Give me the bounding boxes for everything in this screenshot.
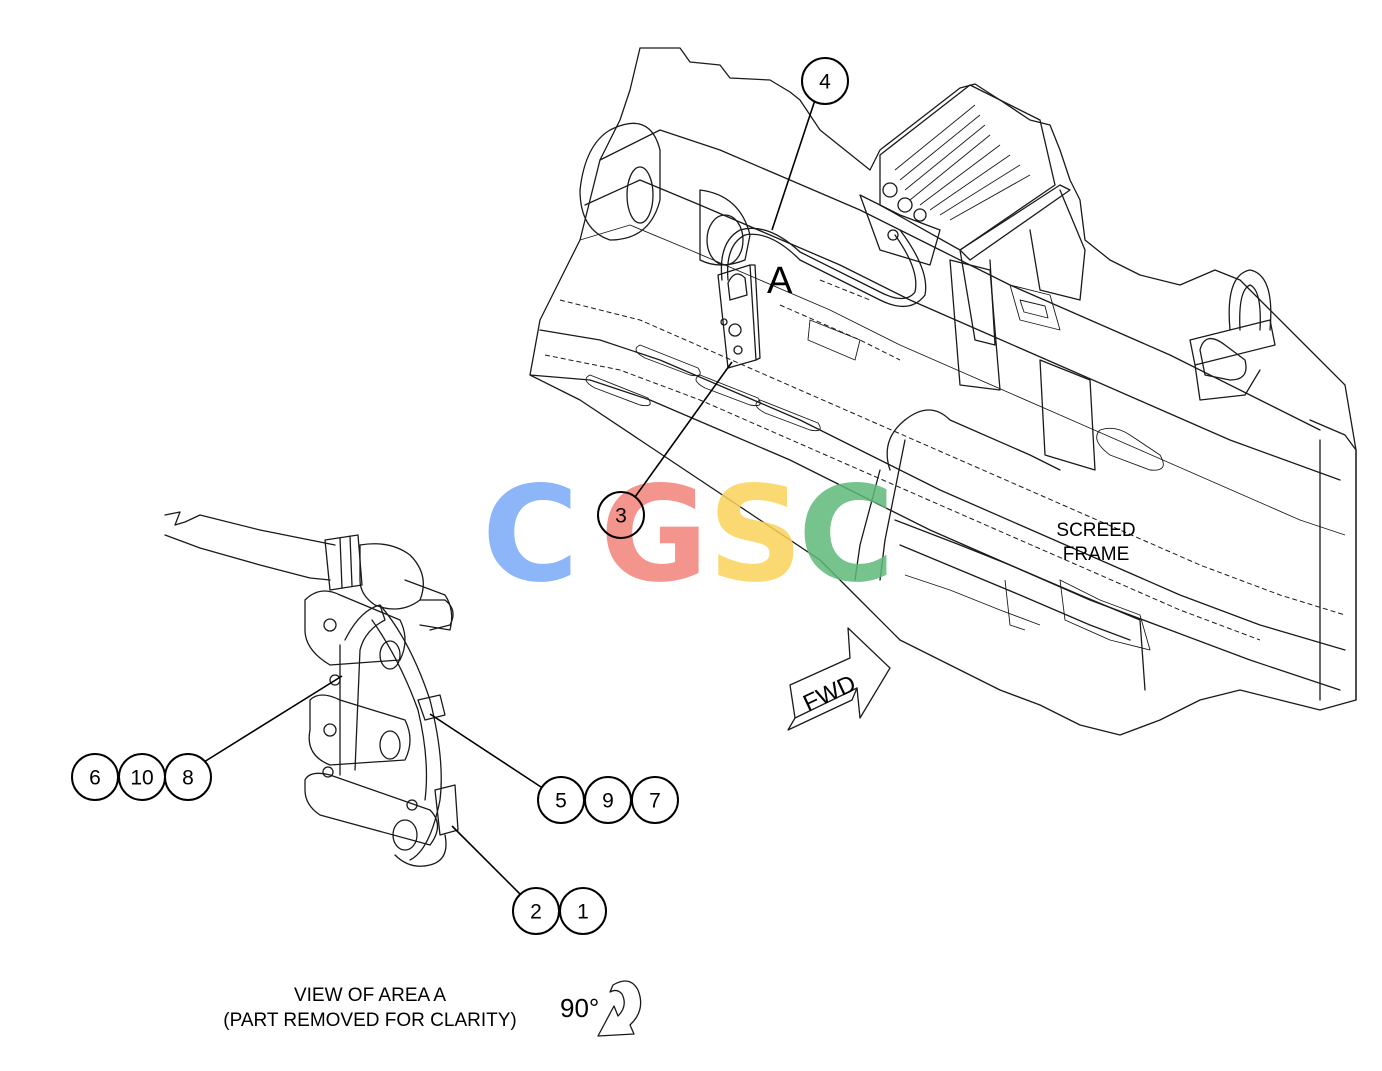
callout-10: 10	[118, 753, 166, 801]
watermark: C G S C	[482, 458, 895, 612]
callout-10-number: 10	[130, 767, 153, 790]
watermark-letter-s: S	[708, 458, 803, 612]
callout-7: 7	[631, 776, 679, 824]
callout-7-number: 7	[649, 790, 661, 813]
rotation-indicator: 90°	[560, 980, 642, 1037]
screed-frame-label-line2: FRAME	[1063, 544, 1130, 565]
view-caption-line1: VIEW OF AREA A	[294, 985, 446, 1006]
watermark-letter-c1: C	[482, 458, 579, 612]
callout-3-number: 3	[615, 505, 627, 528]
callout-4: 4	[801, 57, 849, 105]
callout-3: 3	[597, 491, 645, 539]
screed-frame-label-line1: SCREED	[1056, 520, 1135, 541]
watermark-letter-c2: C	[798, 458, 895, 612]
area-a-detail-drawing	[164, 511, 459, 867]
rotation-label: 90°	[560, 993, 599, 1023]
callout-5: 5	[537, 776, 585, 824]
callout-6-number: 6	[89, 767, 101, 790]
leader-lines	[203, 99, 816, 895]
callout-2: 2	[512, 887, 560, 935]
callout-9-number: 9	[602, 790, 614, 813]
screed-frame-drawing	[529, 47, 1357, 736]
callout-8: 8	[164, 753, 212, 801]
callout-5-number: 5	[555, 790, 567, 813]
callout-9: 9	[584, 776, 632, 824]
fwd-arrow: FWD	[787, 627, 891, 731]
callout-1-number: 1	[577, 901, 589, 924]
callout-6: 6	[71, 753, 119, 801]
area-a-marker: A	[767, 260, 793, 302]
callout-8-number: 8	[182, 767, 194, 790]
callout-4-number: 4	[819, 71, 831, 94]
callout-1: 1	[559, 887, 607, 935]
callout-2-number: 2	[530, 901, 542, 924]
watermark-letter-g: G	[600, 458, 708, 612]
view-caption-line2: (PART REMOVED FOR CLARITY)	[223, 1010, 516, 1031]
rotation-arrow-icon	[597, 980, 642, 1037]
